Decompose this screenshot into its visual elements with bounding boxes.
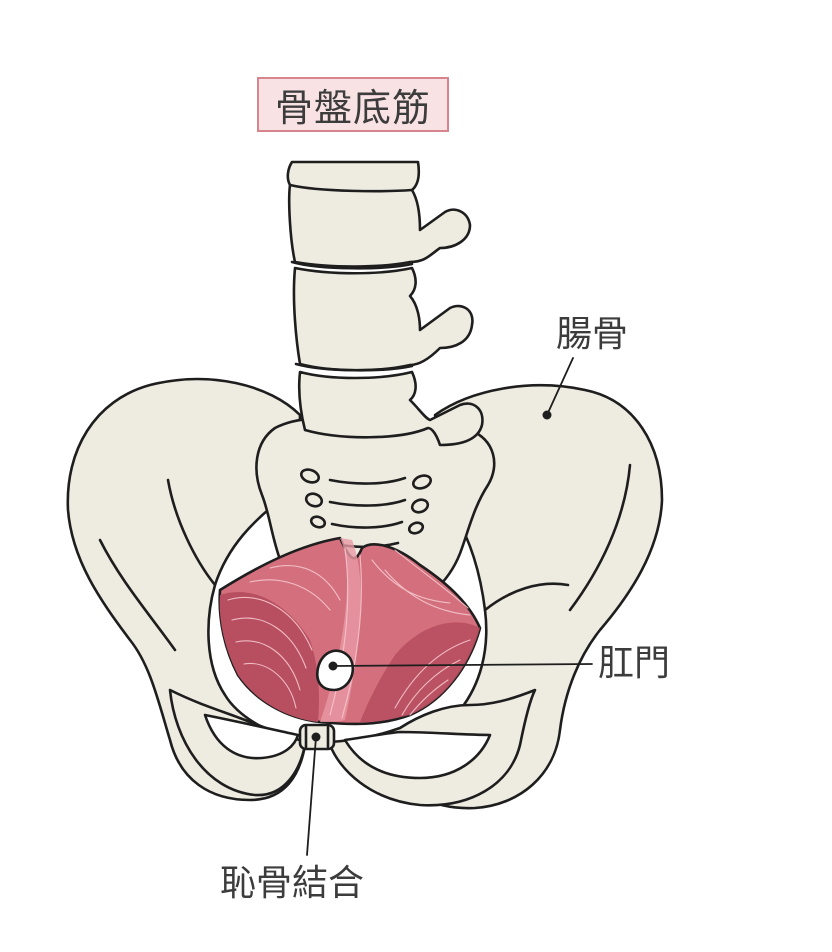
diagram-title: 骨盤底筋 <box>257 77 449 132</box>
label-pubic-symphysis: 恥骨結合 <box>220 863 365 904</box>
symphysis-leader <box>306 736 317 856</box>
anus-marker <box>316 649 355 692</box>
ilium-leader <box>546 357 574 416</box>
anus-leader <box>332 663 593 667</box>
label-anus: 肛門 <box>598 643 671 684</box>
lumbar-vertebra-lower <box>297 370 484 447</box>
label-ilium: 腸骨 <box>556 314 629 355</box>
lumbar-vertebra-upper <box>286 160 472 268</box>
lumbar-vertebra-middle <box>292 266 474 372</box>
left-ilium <box>66 377 307 802</box>
